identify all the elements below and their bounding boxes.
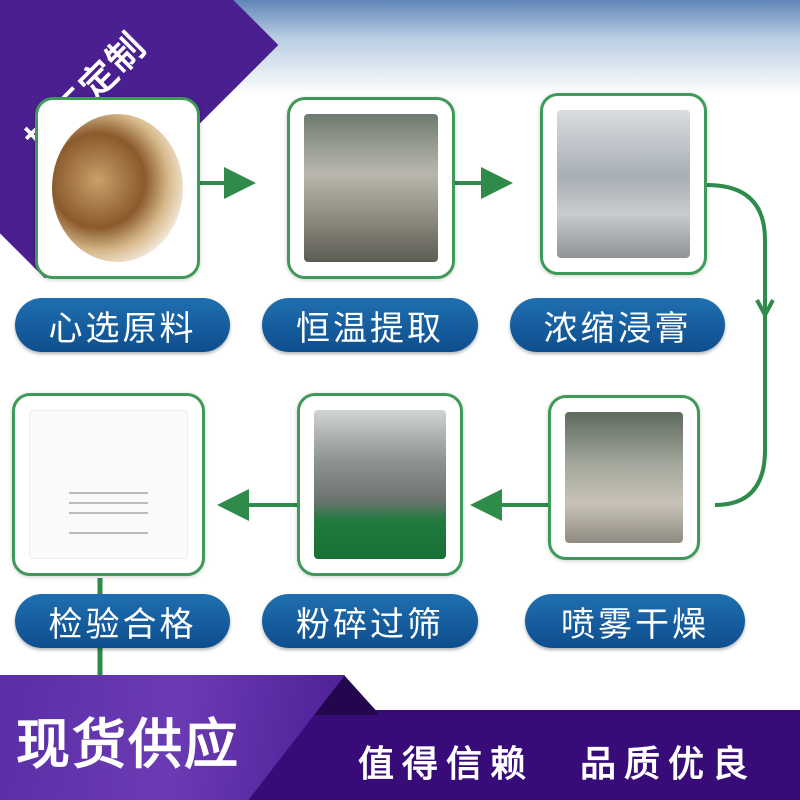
step-label-3: 浓缩浸膏 <box>510 298 725 352</box>
step-label-2: 恒温提取 <box>262 298 478 352</box>
inspection-report-photo <box>29 410 188 559</box>
banner-slogan-2: 品质优良 <box>580 744 757 785</box>
step-label-1: 心选原料 <box>15 298 230 352</box>
step-image-extraction <box>287 97 455 279</box>
raw-materials-photo <box>52 114 183 262</box>
step-image-concentration <box>540 93 707 275</box>
banner-slogan-1: 值得信赖 <box>358 744 535 785</box>
arrow-3-4 <box>706 183 767 507</box>
concentration-tanks-photo <box>557 110 690 258</box>
banner-title: 现货供应 <box>16 713 240 776</box>
spray-dryer-photo <box>565 412 683 543</box>
step-label-5: 粉碎过筛 <box>262 594 478 648</box>
crushing-sieving-workshop-photo <box>314 410 446 559</box>
step-image-raw-materials <box>35 97 200 279</box>
step-label-6: 检验合格 <box>15 594 230 648</box>
step-image-inspection <box>12 393 205 576</box>
step-image-crushing <box>297 393 463 576</box>
extraction-equipment-photo <box>304 114 438 262</box>
step-label-4: 喷雾干燥 <box>525 594 745 648</box>
step-image-spray-drying <box>548 395 700 560</box>
